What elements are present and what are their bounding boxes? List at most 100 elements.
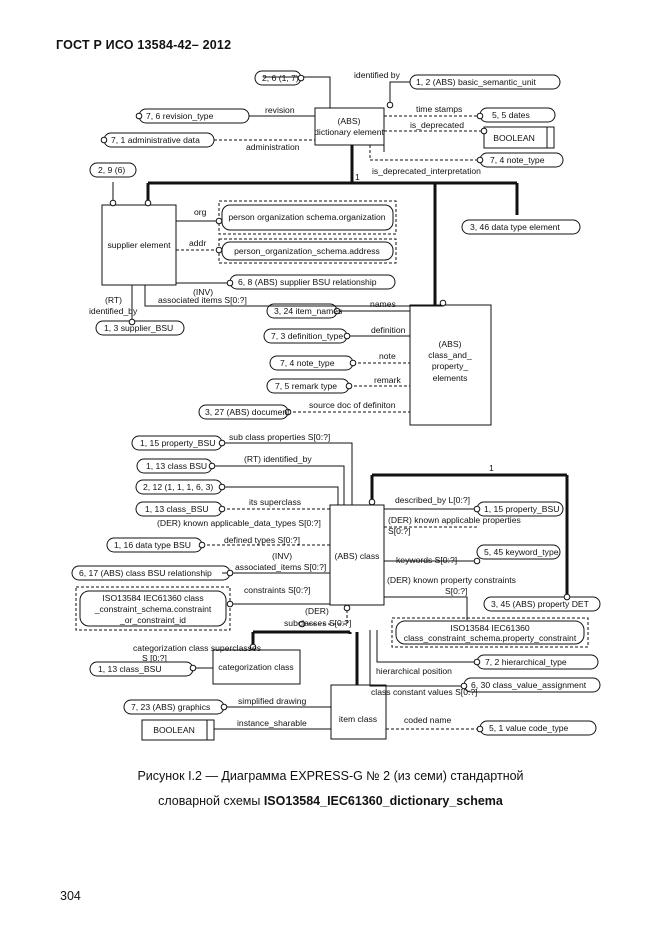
cardinality-1b: 1	[489, 463, 494, 473]
label-sub-class-properties: sub class properties S[0:?]	[229, 432, 330, 442]
iso-property-constraint-l2: class_constraint_schema.property_constra…	[404, 633, 577, 643]
ref-label: 6, 8 (ABS) supplier BSU relationship	[238, 277, 377, 287]
relation-circles	[100, 74, 571, 733]
page-number: 304	[60, 889, 81, 903]
label-der-known-data-types: (DER) known applicable_data_types S[0:?]	[157, 518, 321, 528]
ref-label: 6, 30 class_value_assignment	[471, 680, 587, 690]
label-org: org	[194, 207, 207, 217]
ref-label: 6, 17 (ABS) class BSU relationship	[79, 568, 212, 578]
boolean-type: BOOLEAN	[493, 133, 535, 143]
thin-relations	[112, 76, 484, 730]
figure-caption-line1: Рисунок I.2 — Диаграмма EXPRESS-G № 2 (и…	[137, 769, 524, 783]
label-defined-types: defined types S[0:?]	[224, 535, 300, 545]
ref-label: 3, 27 (ABS) document	[205, 407, 290, 417]
ref-label: 7, 4 note_type	[280, 358, 335, 368]
label-definition: definition	[371, 325, 406, 335]
label-inv: (INV)	[193, 287, 213, 297]
label-time-stamps: time stamps	[416, 104, 462, 114]
ref-label: 7, 1 administrative data	[111, 135, 200, 145]
entity-boxes	[101, 107, 492, 740]
ref-label: 7, 6 revision_type	[146, 111, 214, 121]
label-source-doc: source doc of definiton	[309, 400, 396, 410]
label-revision: revision	[265, 105, 295, 115]
label-der-known-constraints-card: S[0:?]	[445, 586, 467, 596]
class-prop-l3: elements	[433, 373, 468, 383]
ref-label: 1, 16 data type BSU	[114, 540, 191, 550]
class-prop-abs: (ABS)	[439, 339, 462, 349]
label-instance-sharable: instance_sharable	[237, 718, 307, 728]
box-labels: (ABS) dictionary element BOOLEAN supplie…	[94, 116, 577, 735]
label-class-constant-values: class constant values S[0:?]	[371, 687, 478, 697]
label-associated-items-2: associated_items S[0:?]	[235, 562, 326, 572]
iso-constraint-l2: _constraint_schema.constraint	[94, 604, 212, 614]
label-der-known-properties-card: S[0:?]	[388, 526, 410, 536]
label-hierarchical-position: hierarchical position	[376, 666, 452, 676]
page-header: ГОСТ Р ИСО 13584-42– 2012	[56, 38, 232, 52]
iso-constraint-l1: ISO13584 IEC61360 class	[102, 593, 203, 603]
categorization-class-name: categorization class	[218, 662, 293, 672]
figure-caption-line2: словарной схемы ISO13584_IEC61360_dictio…	[0, 794, 661, 808]
label-administration: administration	[246, 142, 300, 152]
thick-relations	[146, 145, 569, 685]
ref-label: 3, 46 data type element	[470, 222, 560, 232]
label-remark: remark	[374, 375, 401, 385]
ref-label: 7, 2 hierarchical_type	[485, 657, 567, 667]
label-inv-2: (INV)	[272, 551, 292, 561]
ref-label: 7, 23 (ABS) graphics	[131, 702, 210, 712]
ref-label: 5, 45 keyword_type	[484, 547, 559, 557]
class-prop-l1: class_and_	[428, 350, 472, 360]
simple-type-boxes	[141, 126, 555, 741]
item-class-name: item class	[339, 714, 377, 724]
ref-label: 7, 3 definition_type	[271, 331, 343, 341]
schema-references	[75, 200, 589, 648]
abs-class-name: (ABS) class	[335, 551, 380, 561]
dictionary-element-abs: (ABS)	[338, 116, 361, 126]
addr-type: person_organization_schema.address	[234, 246, 380, 256]
label-subclasses: subclasses S[0:?]	[284, 618, 351, 628]
label-identified-by-2: identified_by	[89, 306, 138, 316]
label-names: names	[370, 299, 396, 309]
ref-label: 2, 9 (6)	[98, 165, 125, 175]
ref-label: 7, 4 note_type	[490, 155, 545, 165]
relation-labels: identified by revision time stamps is_de…	[89, 70, 521, 728]
label-note: note	[379, 351, 396, 361]
label-associated-items: associated items S[0:?]	[158, 295, 247, 305]
boolean-type-2: BOOLEAN	[153, 725, 195, 735]
label-identified-by: identified by	[354, 70, 401, 80]
iso-property-constraint-l1: ISO13584 IEC61360	[450, 623, 530, 633]
cardinality-1: 1	[355, 172, 360, 182]
label-cat-superclasses-card: S [0:?]	[142, 653, 167, 663]
ref-label: 1, 2 (ABS) basic_semantic_unit	[416, 77, 537, 87]
ref-label: 1, 13 class_BSU	[98, 664, 162, 674]
figure-caption-schema-name: ISO13584_IEC61360_dictionary_schema	[263, 794, 503, 808]
label-is-deprecated-interpretation: is_deprecated_interpretation	[372, 166, 481, 176]
label-coded-name: coded name	[404, 715, 452, 725]
ref-label: 7, 5 remark type	[275, 381, 337, 391]
ref-label: 1, 3 supplier_BSU	[104, 323, 173, 333]
ref-label: 1, 13 class_BSU	[145, 504, 209, 514]
label-rt: (RT)	[105, 295, 122, 305]
iso-constraint-l3: _or_constraint_id	[119, 615, 186, 625]
ref-label: 3, 24 item_names	[274, 306, 342, 316]
label-simplified-drawing: simplified drawing	[238, 696, 307, 706]
figure-caption-prefix: словарной схемы	[158, 794, 264, 808]
label-described-by: described_by L[0:?]	[395, 495, 470, 505]
label-keywords: keywords S[0:?]	[396, 555, 457, 565]
label-der-known-constraints: (DER) known property constraints	[387, 575, 516, 585]
label-der-2: (DER)	[305, 606, 329, 616]
ref-label: 1, 15 property_BSU	[140, 438, 215, 448]
ref-label: 5, 1 value code_type	[489, 723, 569, 733]
ref-label: 1, 13 class BSU	[146, 461, 207, 471]
label-rt-identified-by: (RT) identified_by	[244, 454, 312, 464]
label-addr: addr	[189, 238, 206, 248]
ref-label: 3, 45 (ABS) property DET	[491, 599, 590, 609]
label-der-known-properties: (DER) known applicable properties	[388, 515, 521, 525]
supplier-element-name: supplier element	[107, 240, 171, 250]
class-prop-l2: property_	[432, 361, 469, 371]
ref-label: 2, 6 (1, 7)	[262, 73, 299, 83]
dictionary-element-name: dictionary element	[314, 127, 384, 137]
reference-labels: 2, 6 (1, 7) 1, 2 (ABS) basic_semantic_un…	[79, 73, 590, 733]
org-type: person organization schema.organization	[228, 212, 385, 222]
ref-label: 2, 12 (1, 1, 1, 6, 3)	[143, 482, 213, 492]
